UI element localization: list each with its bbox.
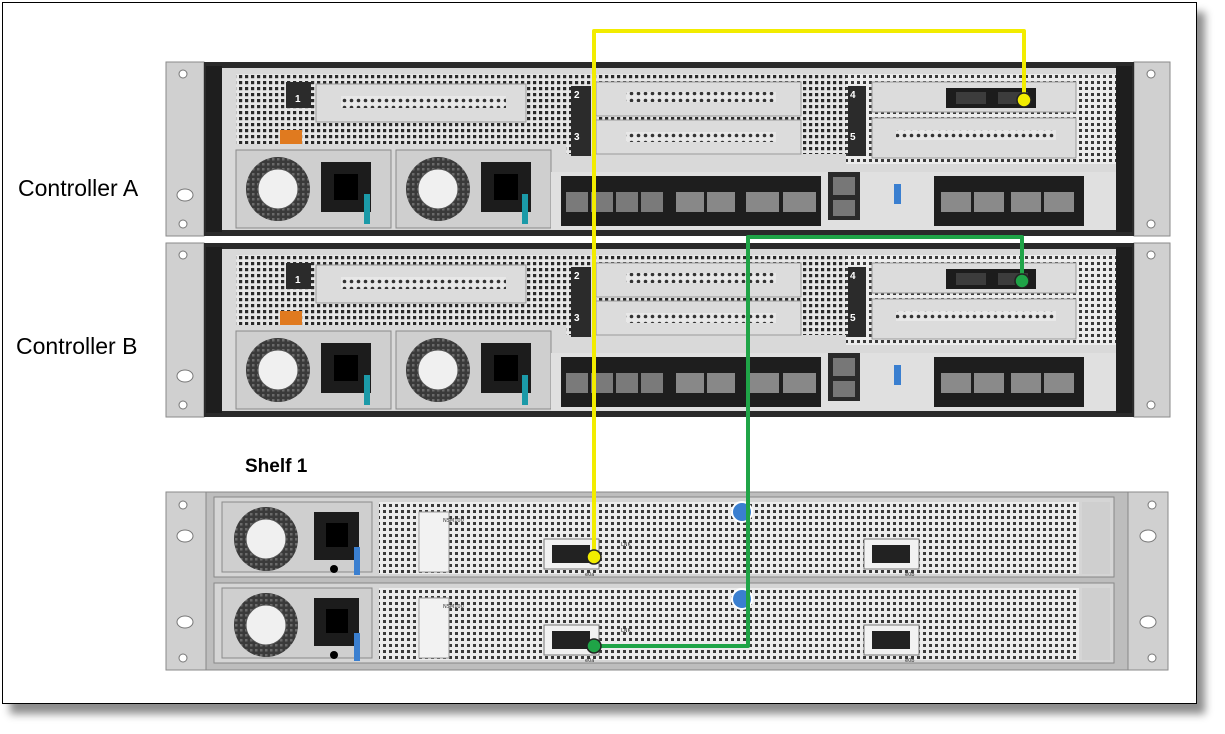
shelf-1-chassis xyxy=(165,491,1169,671)
svg-text:5: 5 xyxy=(850,132,856,143)
yellow-cable-end-controller xyxy=(1016,92,1032,108)
green-cable xyxy=(594,235,1024,648)
controller-b-label: Controller B xyxy=(16,333,138,359)
svg-text:2: 2 xyxy=(574,90,580,101)
iom-a-name: NSM100 xyxy=(443,518,464,524)
svg-text:2: 2 xyxy=(574,271,580,282)
iom-a-port-b-label: e0b xyxy=(905,572,914,578)
iom-a-link-label: LNK xyxy=(621,542,632,548)
iom-b-port-a-label: e0a xyxy=(585,658,594,664)
svg-text:4: 4 xyxy=(850,90,856,101)
svg-text:1: 1 xyxy=(295,94,301,105)
svg-text:3: 3 xyxy=(574,313,580,324)
iom-b-name: NSM100 xyxy=(443,604,464,610)
iom-a-port-a-label: e0a xyxy=(585,572,594,578)
iom-b-port-b-label: e0b xyxy=(905,658,914,664)
controller-b-chassis: 1 2 3 4 5 xyxy=(165,242,1171,418)
iom-b-link-label: LNK xyxy=(621,628,632,634)
green-cable-end-controller xyxy=(1014,273,1030,289)
yellow-cable xyxy=(592,29,1026,557)
shelf-1-label: Shelf 1 xyxy=(245,456,308,477)
controller-a-chassis: 1 2 3 4 5 xyxy=(165,61,1171,237)
yellow-cable-end-shelf xyxy=(586,549,602,565)
svg-text:5: 5 xyxy=(850,313,856,324)
svg-text:3: 3 xyxy=(574,132,580,143)
svg-text:1: 1 xyxy=(295,275,301,286)
green-cable-end-shelf xyxy=(586,638,602,654)
controller-a-label: Controller A xyxy=(18,175,139,201)
svg-text:4: 4 xyxy=(850,271,856,282)
